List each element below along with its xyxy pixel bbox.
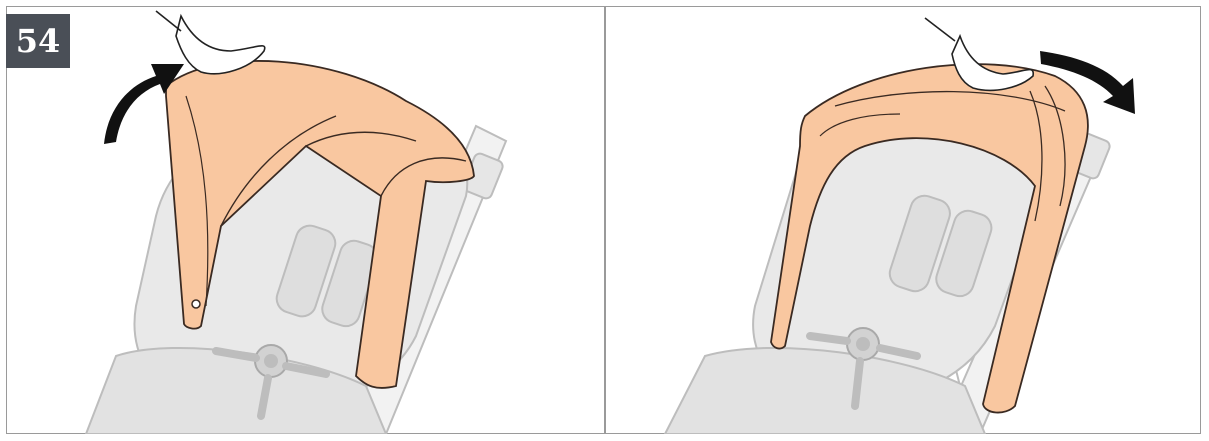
step-number: 54: [16, 22, 61, 60]
instruction-panel-right: [605, 6, 1201, 434]
step-number-badge: 54: [6, 14, 70, 68]
stroller-canopy-raise-illustration: [6, 6, 604, 434]
instruction-panel-left: [6, 6, 604, 434]
stroller-canopy-push-illustration: [605, 6, 1201, 434]
